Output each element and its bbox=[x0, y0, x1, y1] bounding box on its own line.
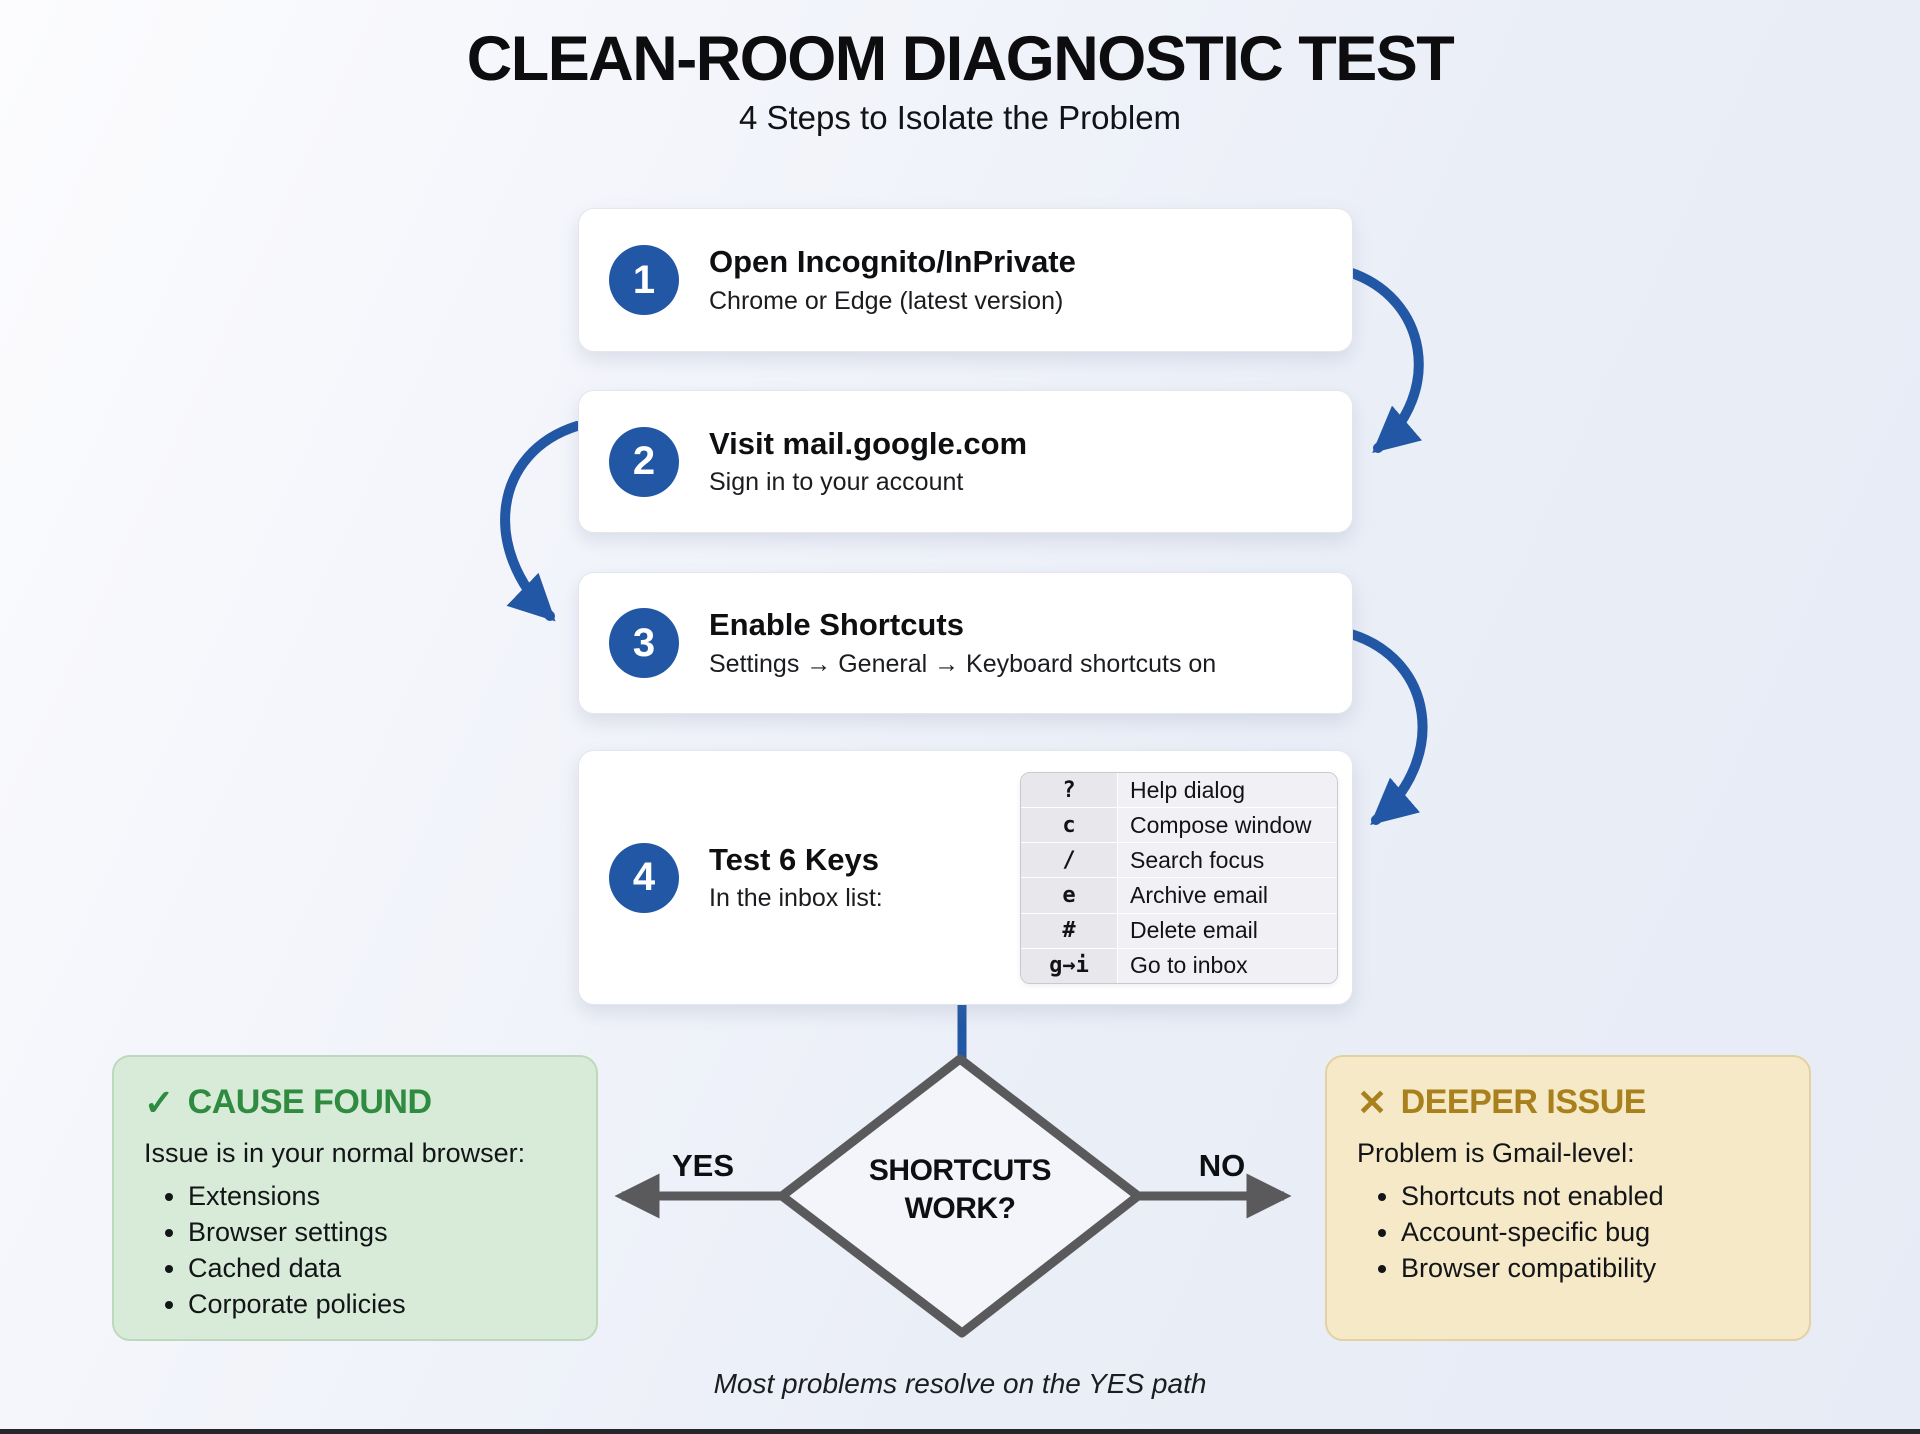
table-row: ? Help dialog bbox=[1021, 773, 1337, 808]
list-item: Cached data bbox=[188, 1251, 566, 1287]
step-4-number-badge: 4 bbox=[609, 842, 679, 913]
step-2-text: Visit mail.google.com Sign in to your ac… bbox=[709, 426, 1027, 498]
decision-question: SHORTCUTS WORK? bbox=[820, 1152, 1100, 1227]
list-item: Browser compatibility bbox=[1401, 1251, 1779, 1287]
step-card-1: 1 Open Incognito/InPrivate Chrome or Edg… bbox=[578, 208, 1353, 352]
decision-question-line2: WORK? bbox=[904, 1191, 1016, 1225]
table-row: e Archive email bbox=[1021, 877, 1337, 913]
step-title: Test 6 Keys bbox=[709, 841, 880, 877]
step-subtitle: In the inbox list: bbox=[709, 884, 883, 913]
arrow-step3-to-step4 bbox=[1346, 629, 1428, 826]
step-title: Open Incognito/InPrivate bbox=[709, 244, 1076, 280]
list-item: Shortcuts not enabled bbox=[1401, 1179, 1779, 1215]
shortcut-key: / bbox=[1021, 842, 1118, 878]
step-number: 1 bbox=[632, 257, 656, 302]
outcome-yes-box: ✓ CAUSE FOUND Issue is in your normal br… bbox=[112, 1055, 598, 1341]
step-title: Visit mail.google.com bbox=[709, 425, 1028, 461]
step-2-number-badge: 2 bbox=[609, 426, 679, 497]
step-number: 4 bbox=[632, 855, 656, 899]
shortcut-key-table: ? Help dialog c Compose window / Search … bbox=[1020, 772, 1338, 984]
footnote: Most problems resolve on the YES path bbox=[713, 1368, 1207, 1399]
page-subtitle: 4 Steps to Isolate the Problem bbox=[738, 99, 1182, 136]
check-icon: ✓ bbox=[144, 1081, 174, 1123]
no-branch-label: NO bbox=[1198, 1148, 1246, 1183]
outcome-no-bullets: Shortcuts not enabled Account-specific b… bbox=[1357, 1179, 1779, 1287]
step-number: 3 bbox=[632, 620, 656, 665]
list-item: Extensions bbox=[188, 1179, 566, 1215]
step-4-text: Test 6 Keys In the inbox list: bbox=[709, 842, 883, 914]
table-row: / Search focus bbox=[1021, 842, 1337, 878]
yes-branch-label: YES bbox=[671, 1148, 735, 1183]
list-item: Browser settings bbox=[188, 1215, 566, 1251]
shortcut-key: # bbox=[1021, 912, 1118, 948]
step-1-text: Open Incognito/InPrivate Chrome or Edge … bbox=[709, 244, 1076, 316]
table-row: g→i Go to inbox bbox=[1021, 947, 1337, 983]
shortcut-key: e bbox=[1021, 877, 1118, 913]
step-card-3: 3 Enable Shortcuts Settings → General → … bbox=[578, 572, 1353, 714]
outcome-heading-text: DEEPER ISSUE bbox=[1400, 1083, 1647, 1121]
step-subtitle: Settings → General → Keyboard shortcuts … bbox=[709, 649, 1217, 678]
step-1-number-badge: 1 bbox=[609, 245, 679, 315]
shortcut-key: c bbox=[1021, 807, 1118, 843]
table-row: c Compose window bbox=[1021, 807, 1337, 843]
x-icon: ✕ bbox=[1357, 1081, 1387, 1123]
step-card-2: 2 Visit mail.google.com Sign in to your … bbox=[578, 390, 1353, 533]
list-item: Corporate policies bbox=[188, 1287, 566, 1323]
decision-question-line1: SHORTCUTS bbox=[868, 1154, 1052, 1187]
shortcut-action: Archive email bbox=[1118, 877, 1337, 913]
step-3-number-badge: 3 bbox=[609, 608, 679, 678]
outcome-no-box: ✕ DEEPER ISSUE Problem is Gmail-level: S… bbox=[1325, 1055, 1811, 1341]
bottom-edge-bar bbox=[0, 1429, 1920, 1434]
outcome-heading-text: CAUSE FOUND bbox=[187, 1083, 432, 1121]
arrow-step1-to-step2 bbox=[1344, 267, 1424, 454]
page-title: CLEAN-ROOM DIAGNOSTIC TEST bbox=[466, 24, 1455, 94]
shortcut-key: g→i bbox=[1021, 947, 1118, 983]
step-number: 2 bbox=[632, 439, 656, 483]
shortcut-action: Help dialog bbox=[1118, 773, 1337, 808]
step-title: Enable Shortcuts bbox=[709, 607, 964, 643]
outcome-no-heading: ✕ DEEPER ISSUE bbox=[1357, 1083, 1779, 1122]
shortcut-key: ? bbox=[1021, 773, 1118, 808]
shortcut-action: Delete email bbox=[1118, 912, 1337, 948]
shortcut-action: Compose window bbox=[1118, 807, 1337, 843]
step-subtitle: Sign in to your account bbox=[709, 468, 964, 497]
shortcut-action: Go to inbox bbox=[1118, 947, 1337, 983]
arrow-step2-to-step3 bbox=[500, 421, 582, 622]
outcome-yes-heading: ✓ CAUSE FOUND bbox=[144, 1083, 566, 1122]
outcome-yes-lead: Issue is in your normal browser: bbox=[144, 1138, 526, 1168]
step-subtitle: Chrome or Edge (latest version) bbox=[709, 286, 1064, 315]
shortcut-action: Search focus bbox=[1118, 842, 1337, 878]
table-row: # Delete email bbox=[1021, 912, 1337, 948]
step-card-4: 4 Test 6 Keys In the inbox list: ? Help … bbox=[578, 750, 1353, 1005]
list-item: Account-specific bug bbox=[1401, 1215, 1779, 1251]
outcome-yes-bullets: Extensions Browser settings Cached data … bbox=[144, 1179, 566, 1323]
step-3-text: Enable Shortcuts Settings → General → Ke… bbox=[709, 607, 1216, 679]
outcome-no-lead: Problem is Gmail-level: bbox=[1357, 1138, 1635, 1168]
